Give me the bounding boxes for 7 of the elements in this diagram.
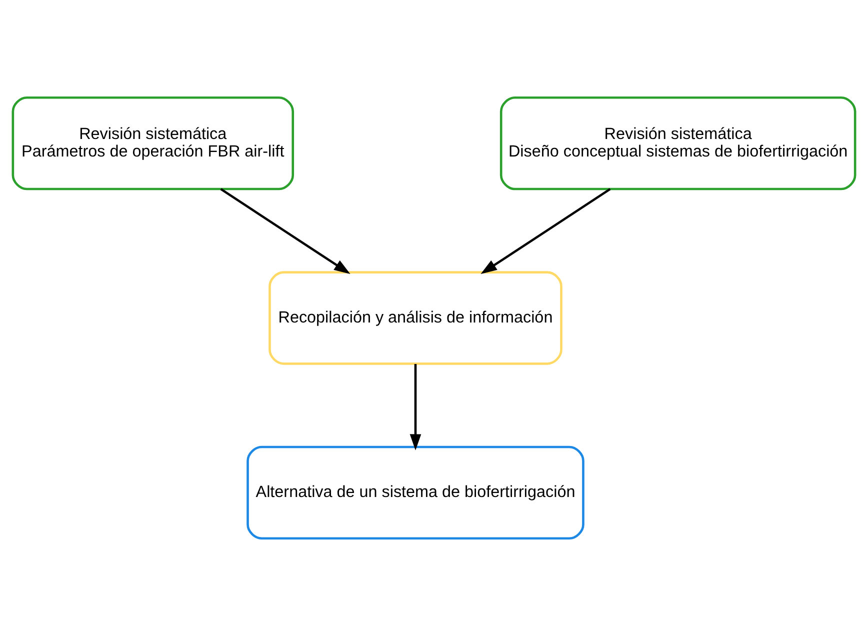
- node-box: Revisión sistemática Diseño conceptual sistemas de biofertirrigación: [500, 96, 856, 190]
- arrow: [480, 188, 611, 274]
- node-box: Alternativa de un sistema de biofertirrigación: [246, 445, 584, 540]
- arrow: [410, 364, 422, 450]
- arrow: [220, 188, 350, 274]
- node-box: Revisión sistemática Parámetros de operación FBR air-lift: [12, 96, 294, 190]
- node-box: Recopilación y análisis de información: [268, 270, 562, 364]
